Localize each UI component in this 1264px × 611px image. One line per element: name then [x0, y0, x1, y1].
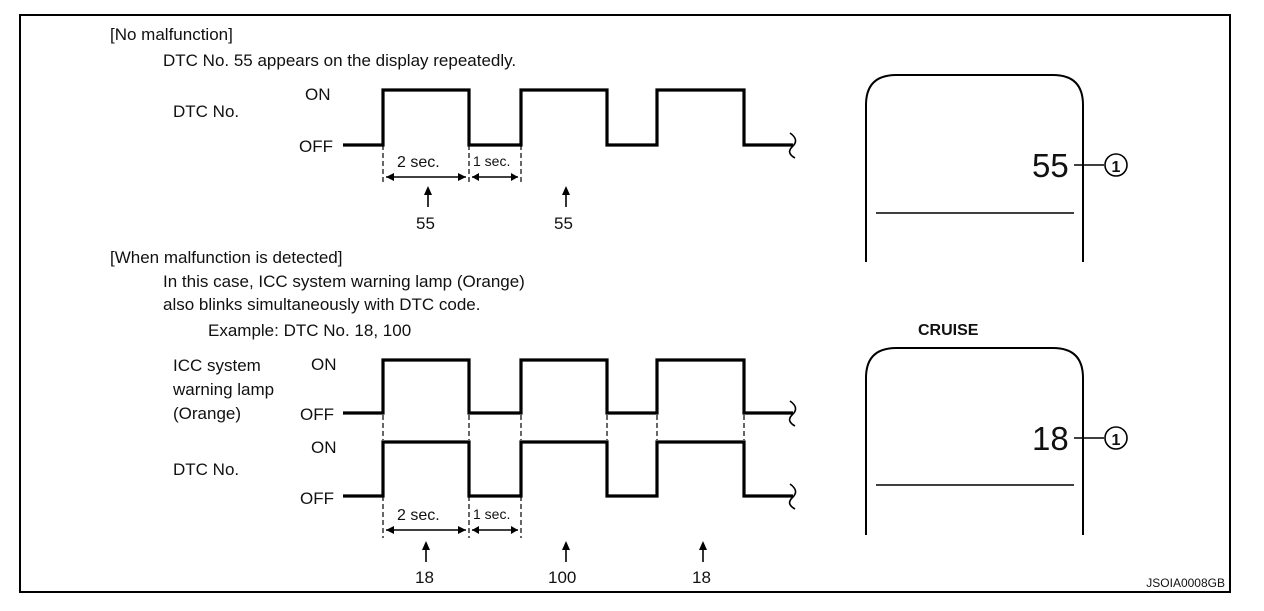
section1-callout-number: 1 — [1112, 159, 1121, 176]
section1-dtc-waveform — [343, 88, 793, 147]
section1-signal-label: DTC No. — [173, 102, 239, 121]
value-arrowhead — [562, 186, 570, 195]
dimension-arrowhead — [472, 526, 479, 534]
lamp-label-line3: (Orange) — [173, 404, 241, 423]
section1-on-label: ON — [305, 85, 331, 104]
section2-value-3: 18 — [692, 568, 711, 587]
dimension-arrowhead — [458, 526, 466, 534]
section2-line2: also blinks simultaneously with DTC code… — [163, 295, 480, 314]
lamp-label-line1: ICC system — [173, 356, 261, 375]
lamp-off-label: OFF — [300, 405, 334, 424]
lamp-on-label: ON — [311, 355, 337, 374]
section1-break-mark — [788, 132, 797, 159]
section2-line1: In this case, ICC system warning lamp (O… — [163, 272, 525, 291]
section2-on-label: ON — [311, 438, 337, 457]
section2-value-1: 18 — [415, 568, 434, 587]
section1-interval-off-label: 1 sec. — [473, 153, 510, 169]
section1-off-label: OFF — [299, 137, 333, 156]
value-arrowhead — [562, 541, 570, 550]
section2-break-mark — [788, 483, 797, 510]
section2-callout-circle — [1104, 426, 1128, 450]
lamp-break-mark — [788, 400, 797, 427]
section2-display-panel — [865, 347, 1084, 535]
lamp-waveform — [343, 358, 793, 415]
section2-example: Example: DTC No. 18, 100 — [208, 321, 411, 340]
dimension-arrowhead — [511, 173, 518, 181]
dimension-arrowhead — [511, 526, 518, 534]
section2-callout-number: 1 — [1112, 432, 1121, 449]
figure-code: JSOIA0008GB — [1146, 576, 1225, 590]
value-arrowhead — [699, 541, 707, 550]
value-arrowhead — [424, 186, 432, 195]
section2-value-2: 100 — [548, 568, 576, 587]
section1-display-panel — [865, 74, 1084, 262]
section1-interval-on-label: 2 sec. — [397, 154, 440, 171]
dimension-arrowhead — [386, 526, 394, 534]
section2-panel-title: CRUISE — [918, 322, 979, 339]
dimension-arrowhead — [386, 173, 394, 181]
section2-off-label: OFF — [300, 489, 334, 508]
section2-signal-label: DTC No. — [173, 460, 239, 479]
dimension-arrowhead — [458, 173, 466, 181]
section1-description: DTC No. 55 appears on the display repeat… — [163, 51, 516, 70]
section2-interval-on-label: 2 sec. — [397, 507, 440, 524]
section1-heading: [No malfunction] — [110, 25, 233, 44]
outer-border — [19, 14, 1231, 593]
section1-callout-circle — [1104, 153, 1128, 177]
section2-interval-off-label: 1 sec. — [473, 506, 510, 522]
lamp-label-line2: warning lamp — [172, 380, 274, 399]
dimension-arrowhead — [472, 173, 479, 181]
section2-heading: [When malfunction is detected] — [110, 248, 342, 267]
section1-display-value: 55 — [1032, 147, 1069, 184]
value-arrowhead — [422, 541, 430, 550]
section1-value-1: 55 — [416, 214, 435, 233]
section2-display-value: 18 — [1032, 420, 1069, 457]
section1-value-2: 55 — [554, 214, 573, 233]
section2-dtc-waveform — [343, 440, 793, 498]
